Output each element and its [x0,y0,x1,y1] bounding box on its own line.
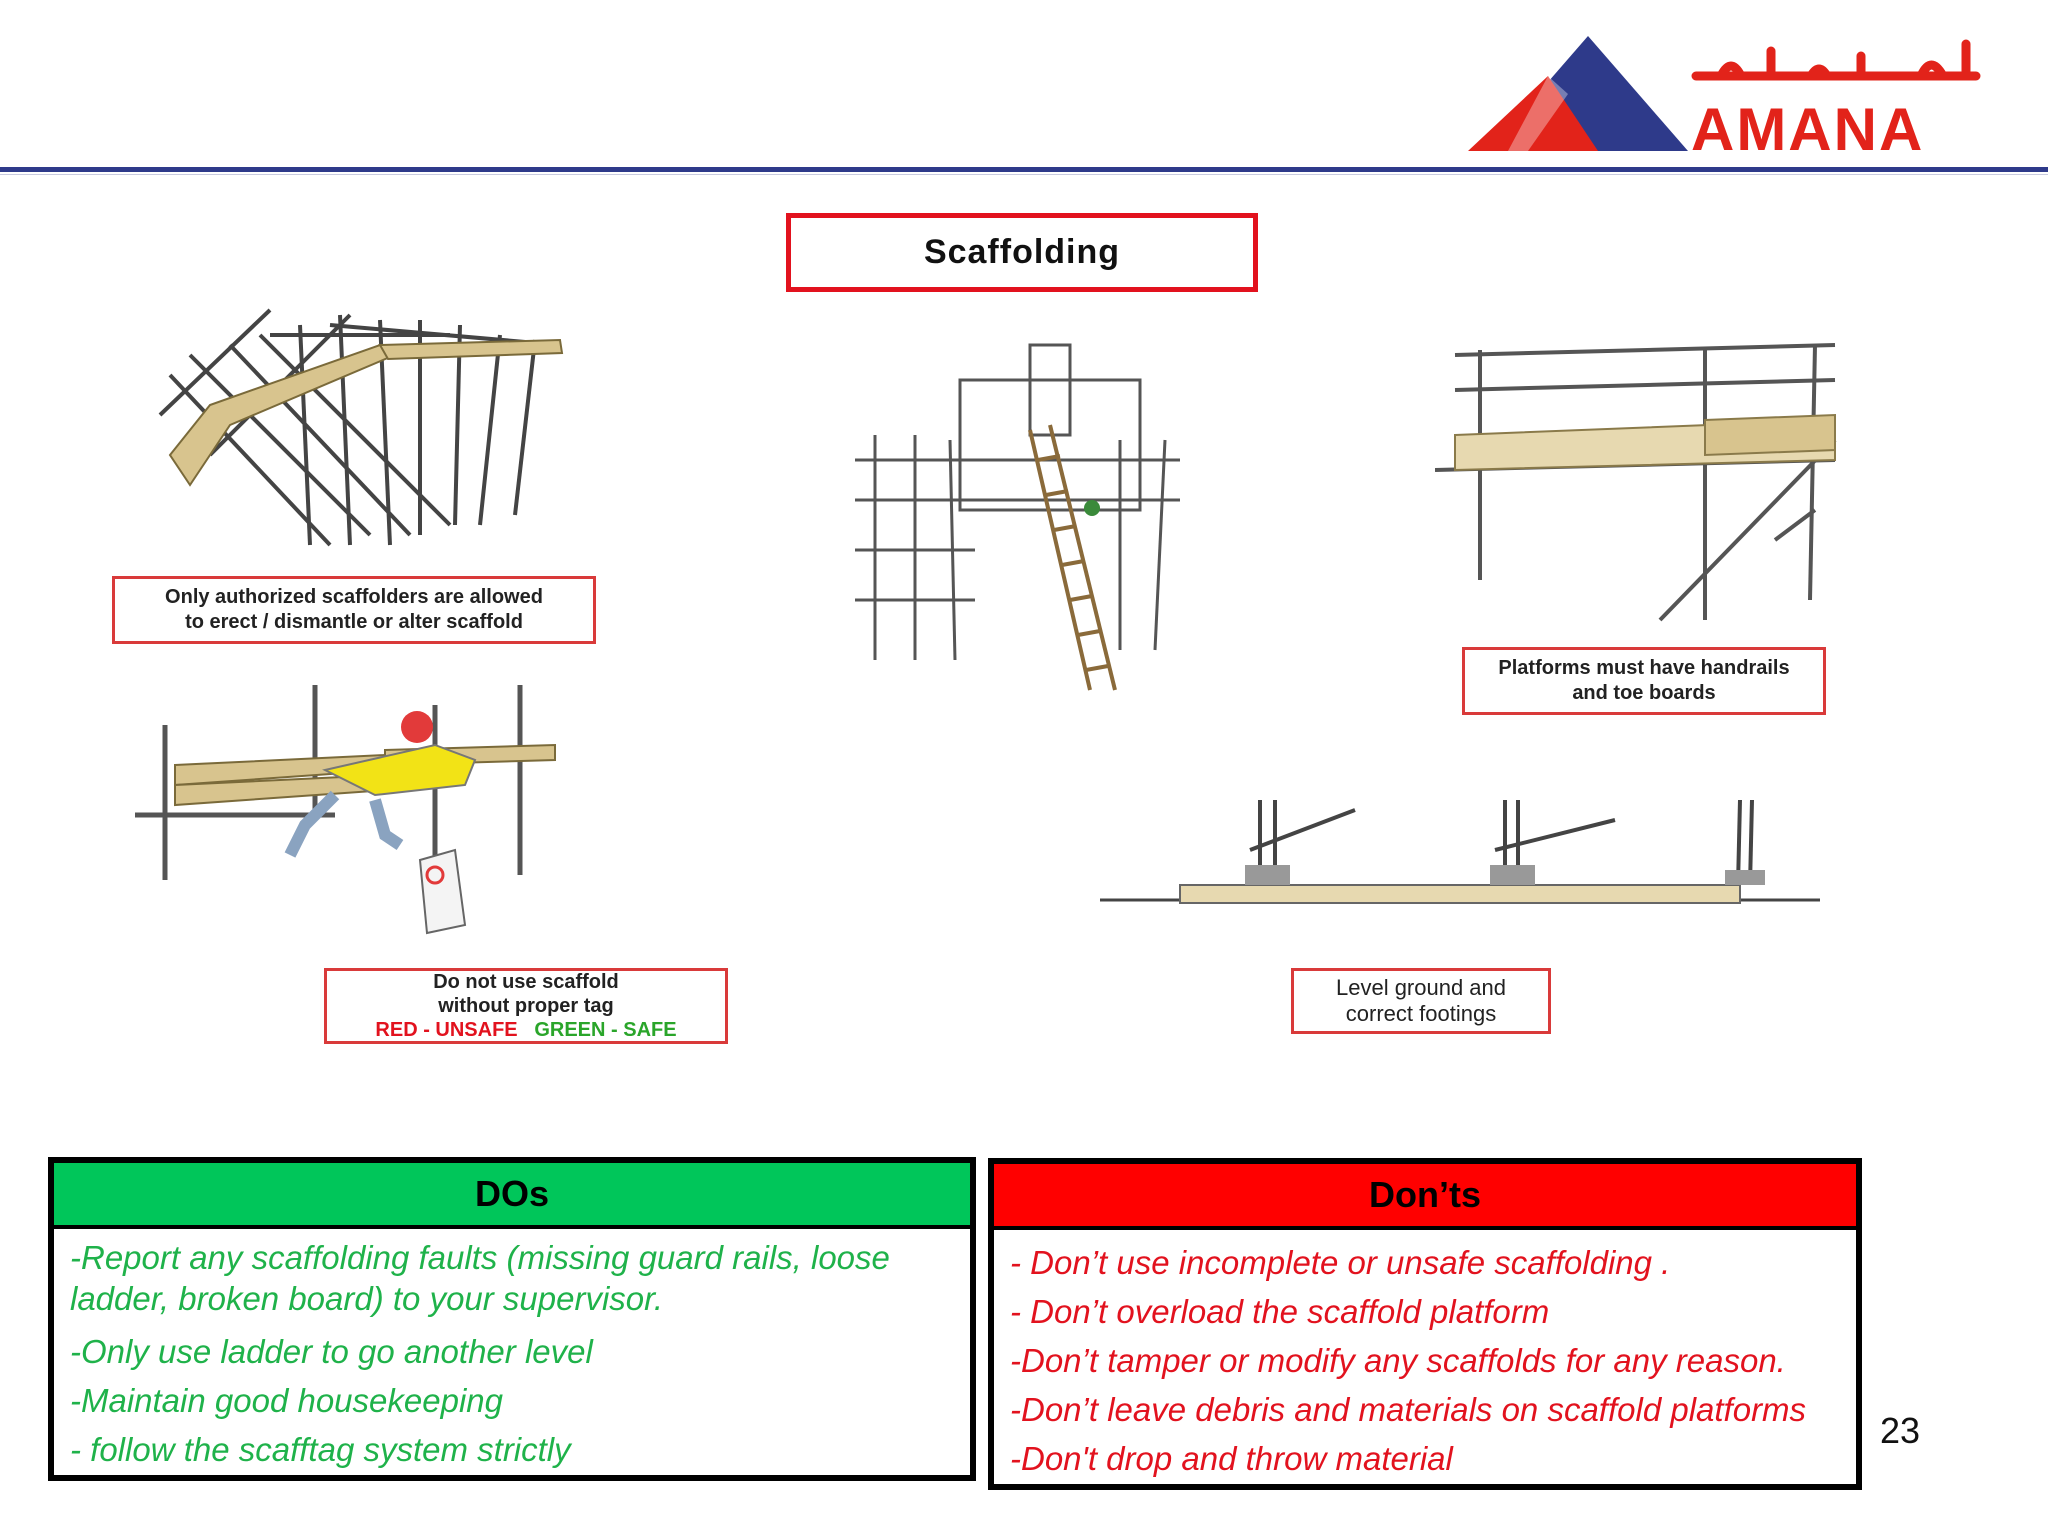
list-item: - Don’t use incomplete or unsafe scaffol… [1010,1244,1671,1281]
donts-header: Don’ts [994,1164,1856,1230]
list-item: -Maintain good housekeeping [70,1382,503,1419]
logo-arabic-text [1691,38,1991,88]
page-title: Scaffolding [786,213,1258,292]
list-item: - follow the scafftag system strictly [70,1431,571,1468]
header-divider-shadow [0,174,2048,175]
caption-handrails: Platforms must have handrails and toe bo… [1462,647,1826,715]
dos-header: DOs [54,1163,970,1229]
amana-logo-icon [1468,36,1688,151]
donts-table: Don’ts - Don’t use incomplete or unsafe … [988,1158,1862,1490]
amana-logo: AMANA [1468,36,2028,160]
caption-scaffold-tag: Do not use scaffold without proper tag R… [324,968,728,1044]
scaffold-ladder-illustration [855,343,1180,691]
list-item: -Don’t leave debris and materials on sca… [1010,1391,1807,1428]
list-item: -Only use ladder to go another level [70,1333,593,1370]
scaffold-tag-illustration [135,685,556,935]
list-item: -Report any scaffolding faults (missing … [70,1239,890,1317]
tag-green-label: GREEN - SAFE [534,1019,677,1041]
logo-wordmark: AMANA [1691,96,1925,163]
list-item: -Don’t tamper or modify any scaffolds fo… [1010,1342,1786,1379]
tag-red-label: RED - UNSAFE [375,1019,518,1041]
dos-list: -Report any scaffolding faults (missing … [54,1229,970,1474]
donts-list: - Don’t use incomplete or unsafe scaffol… [994,1230,1856,1483]
scaffold-footing-illustration [1100,799,1820,904]
dos-table: DOs -Report any scaffolding faults (miss… [48,1157,976,1481]
slide-number: 23 [1880,1410,1921,1451]
scaffold-handrail-illustration [1435,343,1837,622]
caption-authorized: Only authorized scaffolders are allowed … [112,576,596,644]
header-divider [0,167,2048,172]
caption-footings: Level ground and correct footings [1291,968,1551,1034]
list-item: - Don’t overload the scaffold platform [1010,1293,1550,1330]
scaffold-collapse-illustration [158,308,564,547]
list-item: -Don't drop and throw material [1010,1440,1453,1477]
